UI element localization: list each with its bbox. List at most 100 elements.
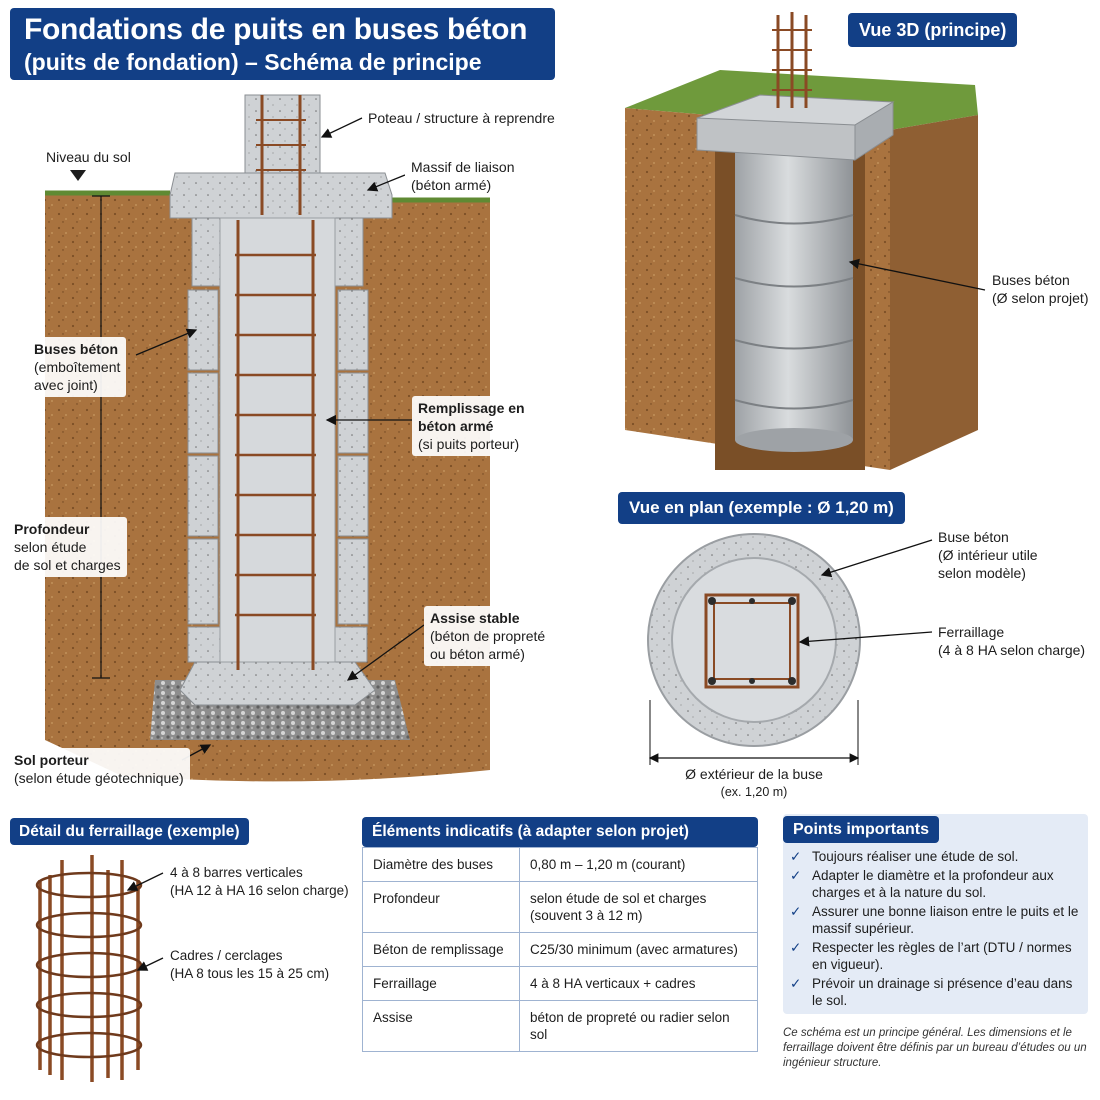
- plan-rebar-frame: [704, 593, 800, 689]
- profondeur-sub-2: de sol et charges: [14, 557, 121, 573]
- table-key: Assise: [363, 1000, 520, 1051]
- column: [244, 94, 321, 181]
- table-row: Diamètre des buses 0,80 m – 1,20 m (cour…: [363, 848, 757, 882]
- table-key: Profondeur: [363, 881, 520, 933]
- view-3d-drawing: [625, 12, 986, 470]
- buses-title: Buses béton: [34, 341, 119, 357]
- assise-sub-2: ou béton armé): [430, 646, 525, 662]
- point-text: Toujours réaliser une étude de sol.: [812, 849, 1019, 864]
- tag-elements-indicatifs: Éléments indicatifs (à adapter selon pro…: [362, 817, 758, 847]
- remplissage-title-1: Remplissage en: [418, 400, 525, 416]
- label-massif: Massif de liaison (béton armé): [405, 155, 521, 197]
- assise-title: Assise stable: [430, 610, 520, 626]
- check-icon: ✓: [790, 868, 802, 883]
- title-line-1: Fondations de puits en buses béton: [24, 13, 528, 46]
- label-niveau-sol: Niveau du sol: [46, 149, 131, 165]
- label-sol-porteur: Sol porteur (selon étude géotechnique): [8, 748, 190, 790]
- buses-sub-2: avec joint): [34, 377, 98, 393]
- footing: [179, 661, 376, 706]
- points-panel: [783, 814, 1088, 1014]
- check-icon: ✓: [790, 976, 802, 991]
- profondeur-title: Profondeur: [14, 521, 90, 537]
- massif-title: Massif de liaison: [411, 159, 515, 175]
- table-key: Ferraillage: [363, 966, 520, 1001]
- cadres-title: Cadres / cerclages: [170, 948, 283, 963]
- label-ferraillage-plan: Ferraillage (4 à 8 HA selon charge): [938, 623, 1085, 659]
- label-cadres: Cadres / cerclages (HA 8 tous les 15 à 2…: [170, 947, 329, 983]
- check-icon: ✓: [790, 904, 802, 919]
- table-key: Diamètre des buses: [363, 848, 520, 882]
- diam-sub: (ex. 1,20 m): [720, 785, 788, 799]
- tag-points-importants: Points importants: [783, 816, 940, 843]
- point-text: Assurer une bonne liaison entre le puits…: [812, 904, 1079, 936]
- section-view-drawing: [45, 94, 490, 782]
- bars-sub: (HA 12 à HA 16 selon charge): [170, 883, 349, 898]
- label-poteau: Poteau / structure à reprendre: [368, 110, 555, 126]
- table-row: Assise béton de propreté ou radier selon…: [363, 1000, 757, 1051]
- label-buse-plan: Buse béton (Ø intérieur utile selon modè…: [938, 528, 1038, 582]
- buses-sub-1: (emboîtement: [34, 359, 121, 375]
- table-value: béton de propreté ou radier selon sol: [519, 1000, 757, 1051]
- list-item: ✓ Assurer une bonne liaison entre le puit…: [790, 903, 1080, 937]
- profondeur-sub-1: selon étude: [14, 539, 87, 555]
- check-icon: ✓: [790, 940, 802, 955]
- grass: [45, 190, 490, 203]
- point-text: Prévoir un drainage si présence d’eau da…: [812, 976, 1073, 1008]
- indicative-table: Diamètre des buses 0,80 m – 1,20 m (cour…: [362, 847, 758, 1052]
- remplissage-sub: (si puits porteur): [418, 436, 520, 452]
- label-profondeur: Profondeur selon étude de sol et charges: [8, 517, 127, 577]
- diam-label: Ø extérieur de la buse: [685, 766, 823, 782]
- indicative-table-grid: Diamètre des buses 0,80 m – 1,20 m (cour…: [363, 848, 757, 1051]
- title-banner: Fondations de puits en buses béton (puit…: [10, 8, 555, 80]
- check-icon: ✓: [790, 849, 802, 864]
- tag-detail-ferraillage: Détail du ferraillage (exemple): [10, 818, 249, 845]
- bars-title: 4 à 8 barres verticales: [170, 865, 303, 880]
- plan-view-drawing: [647, 533, 933, 765]
- label-assise: Assise stable (béton de propreté ou béto…: [424, 606, 552, 666]
- buse-plan-sub-1: (Ø intérieur utile: [938, 547, 1038, 563]
- ground-level-marker: [70, 170, 86, 181]
- cap: [169, 172, 393, 219]
- inner-ring: [671, 557, 837, 723]
- label-buses-section: Buses béton (emboîtement avec joint): [28, 337, 127, 397]
- label-buses-3d: Buses béton (Ø selon projet): [992, 271, 1088, 307]
- list-item: ✓ Adapter le diamètre et la profondeur au…: [790, 867, 1080, 901]
- list-item: ✓ Respecter les règles de l’art (DTU / no…: [790, 939, 1080, 973]
- point-text: Adapter le diamètre et la profondeur aux…: [812, 868, 1054, 900]
- title-line-2: (puits de fondation) – Schéma de princip…: [24, 49, 482, 75]
- tag-vue-3d: Vue 3D (principe): [848, 13, 1018, 47]
- table-row: Ferraillage 4 à 8 HA verticaux + cadres: [363, 966, 757, 1001]
- table-value: 0,80 m – 1,20 m (courant): [530, 857, 686, 872]
- buse-plan-title: Buse béton: [938, 529, 1009, 545]
- soil-block-side: [890, 115, 978, 470]
- label-diametre: Ø extérieur de la buse (ex. 1,20 m): [654, 765, 854, 801]
- rebar-detail-drawing: [35, 855, 164, 1082]
- table-value: C25/30 minimum (avec armatures): [519, 932, 757, 967]
- buse-plan-sub-2: selon modèle): [938, 565, 1026, 581]
- tag-vue-plan: Vue en plan (exemple : Ø 1,20 m): [618, 492, 905, 524]
- ferr-plan-title: Ferraillage: [938, 624, 1005, 640]
- table-key: Béton de remplissage: [363, 932, 520, 967]
- point-text: Respecter les règles de l’art (DTU / nor…: [812, 940, 1072, 972]
- cylinder-3d: [735, 150, 853, 440]
- buses-3d-sub: (Ø selon projet): [992, 290, 1089, 306]
- table-row: Profondeur selon étude de sol et charges…: [363, 881, 757, 933]
- footnote: Ce schéma est un principe général. Les d…: [783, 1027, 1087, 1069]
- label-barres-verticales: 4 à 8 barres verticales (HA 12 à HA 16 s…: [170, 864, 349, 900]
- points-list: ✓ Toujours réaliser une étude de sol. ✓ Ad…: [790, 848, 1080, 1011]
- assise-sub-1: (béton de propreté: [430, 628, 546, 644]
- massif-sub: (béton armé): [411, 177, 492, 193]
- table-value: 4 à 8 HA verticaux + cadres: [519, 966, 757, 1001]
- buses-3d-title: Buses béton: [992, 272, 1070, 288]
- table-row: Béton de remplissage C25/30 minimum (ave…: [363, 932, 757, 967]
- ferr-plan-sub: (4 à 8 HA selon charge): [938, 642, 1086, 658]
- label-remplissage: Remplissage en béton armé (si puits port…: [412, 396, 531, 456]
- remplissage-title-2: béton armé: [418, 418, 494, 434]
- list-item: ✓ Toujours réaliser une étude de sol.: [790, 848, 1080, 865]
- sol-sub: (selon étude géotechnique): [14, 770, 184, 786]
- list-item: ✓ Prévoir un drainage si présence d’eau d…: [790, 975, 1080, 1009]
- cadres-sub: (HA 8 tous les 15 à 25 cm): [170, 966, 330, 981]
- table-value: selon étude de sol et charges (souvent 3…: [519, 881, 757, 933]
- sol-title: Sol porteur: [14, 752, 89, 768]
